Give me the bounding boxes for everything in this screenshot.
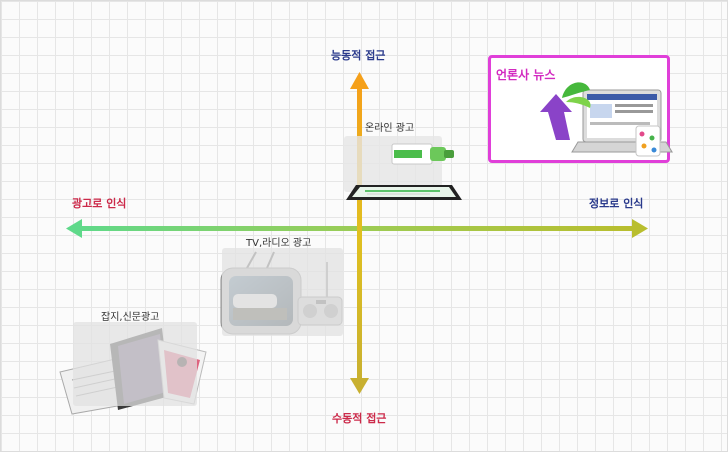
right-arrowhead	[632, 219, 648, 238]
axis-label-left: 광고로 인식	[72, 197, 127, 210]
tv-radio-plate	[222, 248, 343, 336]
media-label-online: 온라인 광고	[365, 123, 415, 134]
bottom-arrowhead	[350, 378, 369, 394]
top-arrowhead	[350, 72, 369, 89]
axis-label-top: 능동적 접근	[331, 49, 386, 62]
media-label-news: 언론사 뉴스	[496, 68, 556, 82]
horizontal-axis-arrow	[66, 219, 648, 238]
vertical-axis-arrow	[350, 72, 369, 394]
usb-illustration	[391, 143, 454, 165]
left-arrowhead	[66, 219, 82, 238]
magazine-plate	[73, 322, 197, 406]
media-label-tv-radio: TV,라디오 광고	[246, 238, 312, 249]
media-label-magazine: 잡지,신문광고	[101, 312, 160, 323]
axis-label-bottom: 수동적 접근	[332, 412, 387, 425]
axis-label-right: 정보로 인식	[589, 197, 644, 210]
